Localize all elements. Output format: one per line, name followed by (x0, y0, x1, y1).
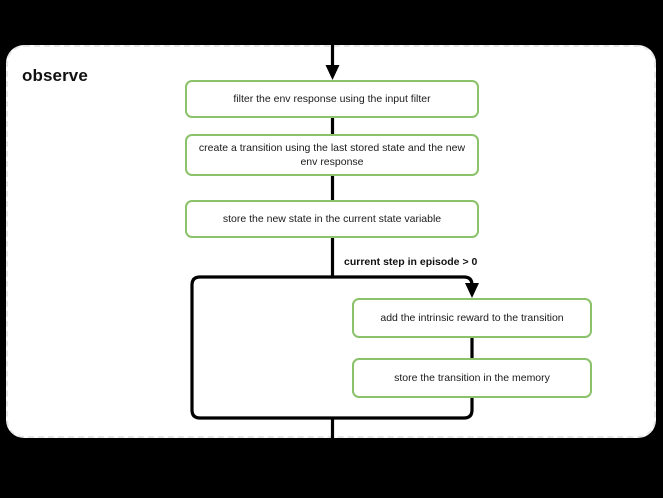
edge-label-condition: current step in episode > 0 (344, 256, 478, 268)
node-filter-env-response[interactable]: filter the env response using the input … (185, 80, 479, 118)
node-store-transition-memory[interactable]: store the transition in the memory (352, 358, 592, 398)
node-store-new-state[interactable]: store the new state in the current state… (185, 200, 479, 238)
node-add-intrinsic-reward[interactable]: add the intrinsic reward to the transiti… (352, 298, 592, 338)
group-title-observe: observe (22, 66, 88, 85)
node-create-transition[interactable]: create a transition using the last store… (185, 134, 479, 176)
